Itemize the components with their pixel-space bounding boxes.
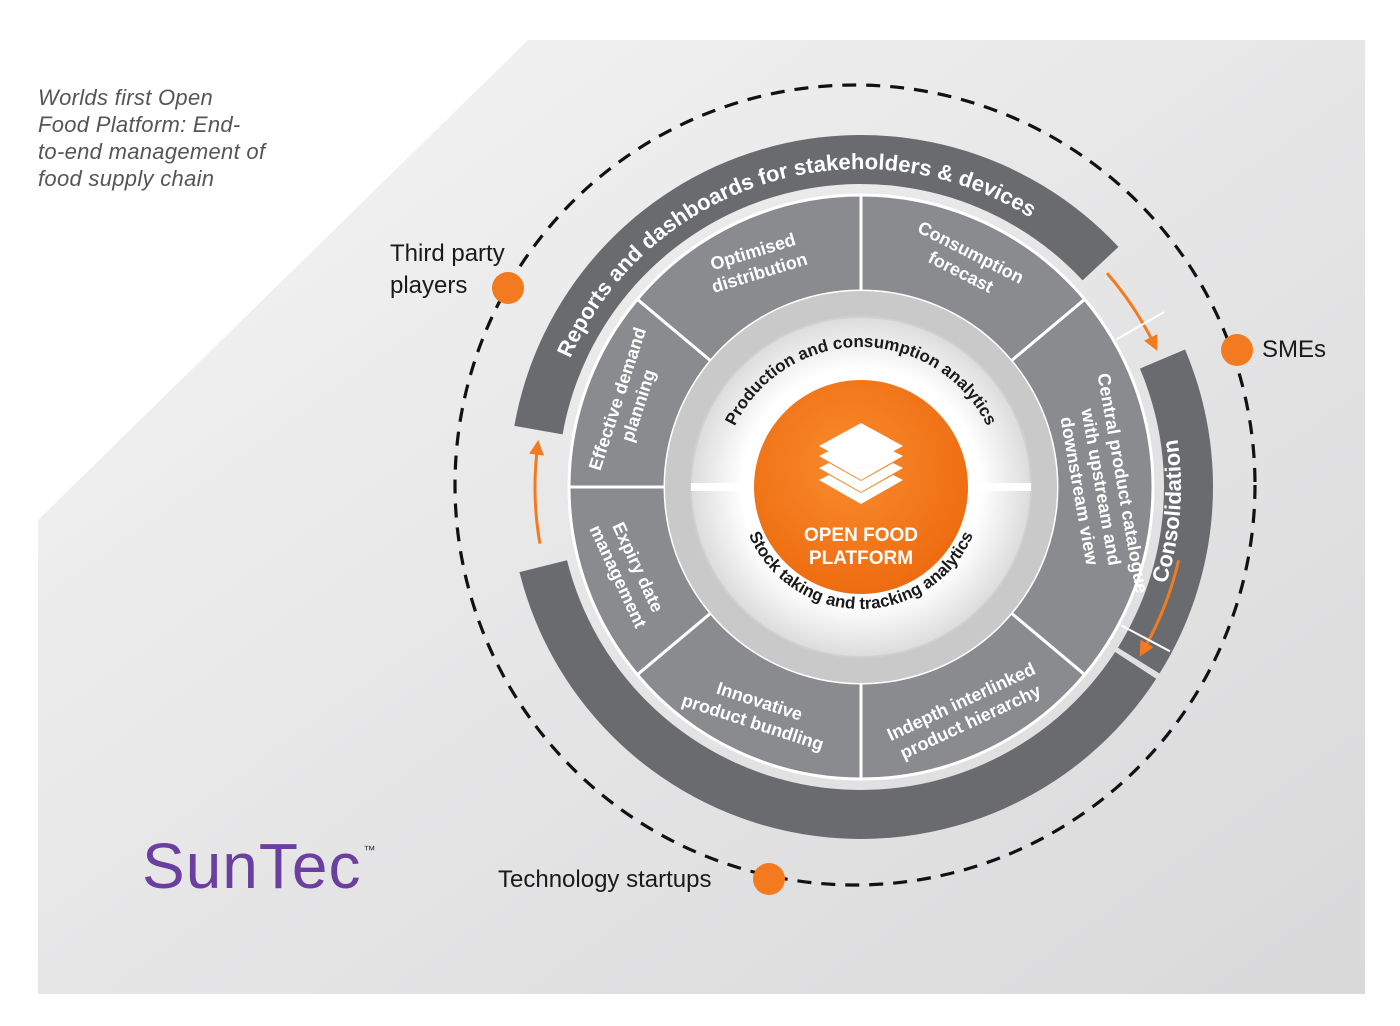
tick-top: [1115, 311, 1165, 341]
consolidation-band: [1117, 349, 1213, 674]
smes-label: SMEs: [1262, 336, 1327, 363]
tech-startups-label: Technology startups: [498, 866, 712, 893]
reports-band: [514, 135, 1119, 435]
bottom-band: [519, 560, 1157, 839]
third-party-label: Third party players: [390, 238, 505, 302]
ecosystem-orbit: [453, 83, 1257, 887]
layers-icon: [819, 423, 903, 504]
third-party-dot: [492, 272, 524, 304]
core-title-line1: OPEN FOOD: [804, 525, 918, 546]
third-party-label-line1: Third party: [390, 240, 505, 267]
core-title-line2: PLATFORM: [809, 548, 913, 569]
tagline-line: to-end management of: [38, 139, 266, 164]
tick-bottom: [1121, 624, 1171, 653]
flow-arrow-top-right: [1105, 272, 1158, 351]
tagline: Worlds first Open Food Platform: End- to…: [38, 84, 338, 192]
third-party-label-line2: players: [390, 272, 468, 299]
flow-arrow-bottom-right: [1139, 559, 1181, 657]
logo-name: SunTec: [142, 830, 362, 902]
flow-arrow-left: [529, 439, 544, 544]
tagline-line: food supply chain: [38, 166, 215, 191]
smes-dot: [1221, 334, 1253, 366]
tagline-line: Food Platform: End-: [38, 112, 241, 137]
logo-trademark: ™: [363, 843, 377, 857]
tech-startups-dot: [753, 863, 785, 895]
tagline-line: Worlds first Open: [38, 85, 214, 110]
